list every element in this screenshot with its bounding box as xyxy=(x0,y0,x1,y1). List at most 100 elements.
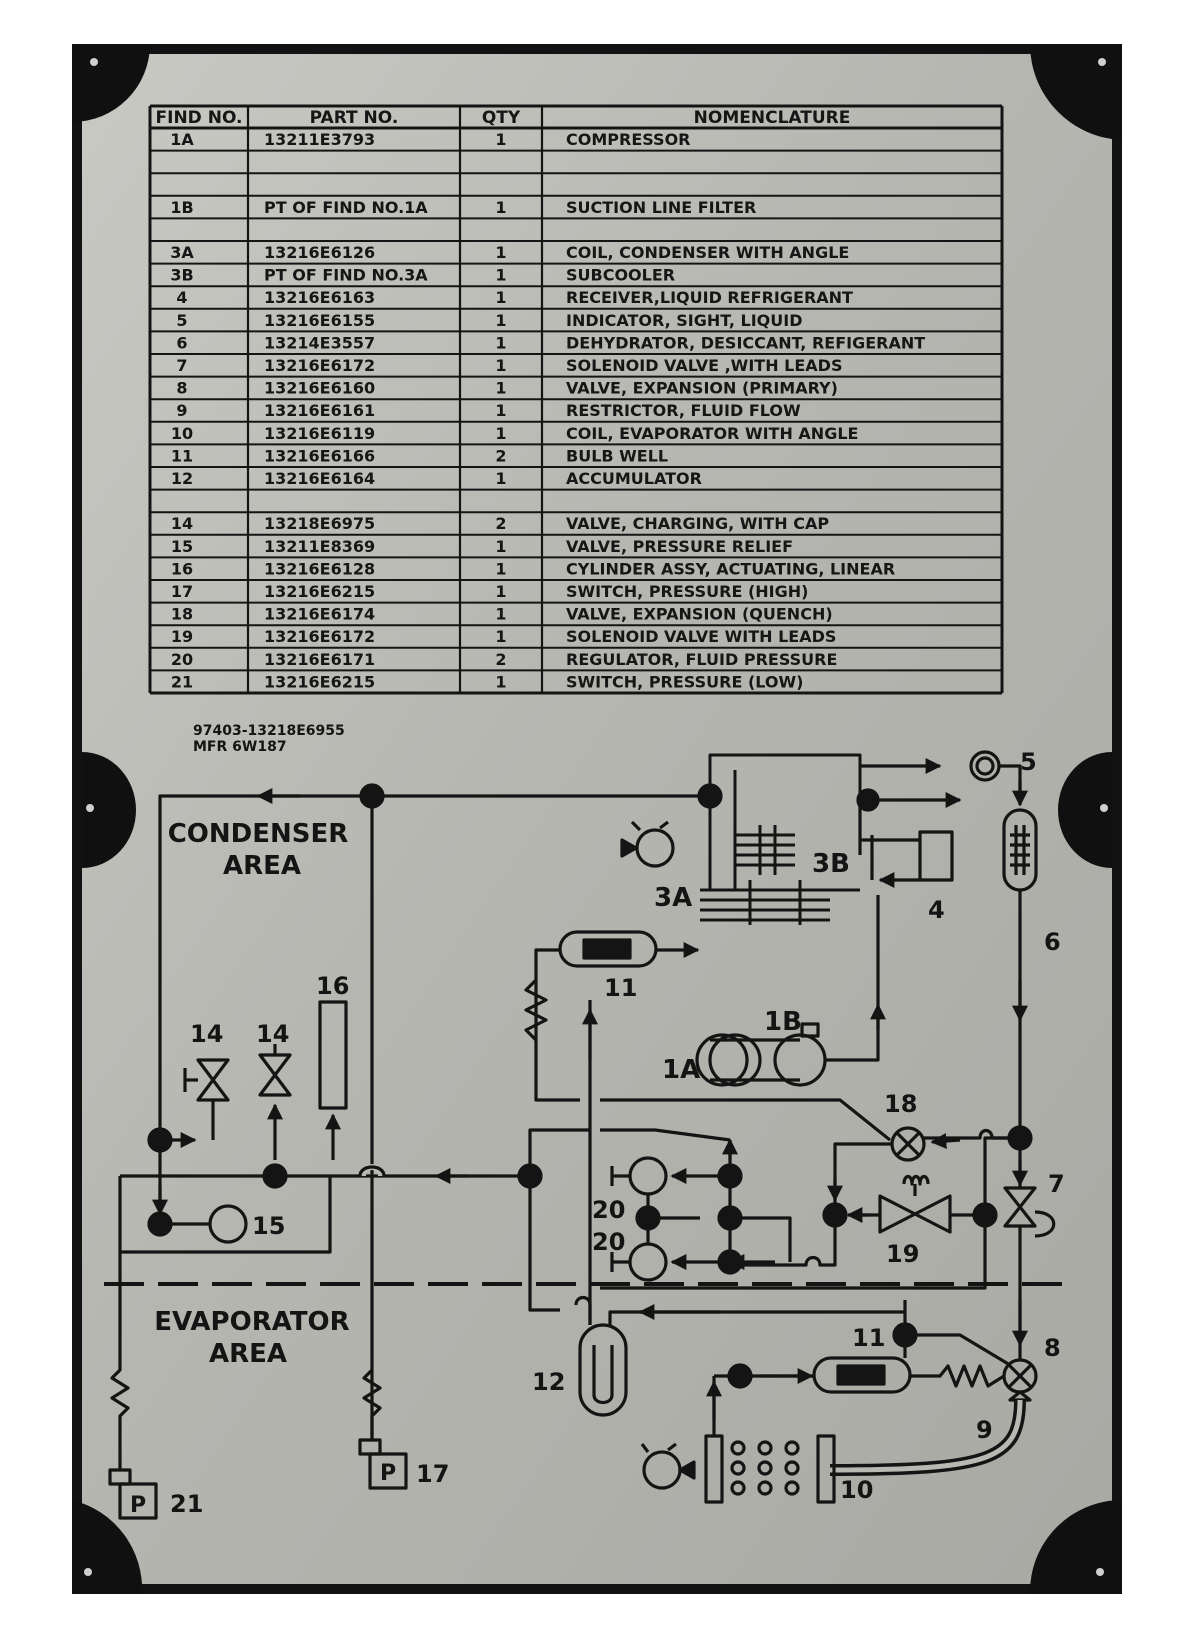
line xyxy=(600,1098,891,1142)
charging-valve-14-right xyxy=(258,1044,292,1160)
cell-qty: 1 xyxy=(495,559,506,578)
label-19: 19 xyxy=(886,1240,919,1268)
cell-nomenclature: SWITCH, PRESSURE (HIGH) xyxy=(566,582,808,601)
table-grid xyxy=(148,104,1004,695)
cylinder-16 xyxy=(318,1000,348,1110)
solenoid-valve-7 xyxy=(1003,1186,1056,1238)
line xyxy=(608,1310,905,1325)
cell-qty: 2 xyxy=(495,514,506,533)
cell-part-no: 13214E3557 xyxy=(264,333,375,352)
header-part-no: PART NO. xyxy=(310,108,399,128)
cell-qty: 1 xyxy=(495,537,506,556)
evaporator-area-label: EVAPORATOR xyxy=(154,1307,349,1337)
label-5: 5 xyxy=(1020,748,1037,776)
pressure-switch-17 xyxy=(358,1438,408,1490)
label-3a: 3A xyxy=(654,883,692,913)
maker-line-1: 97403-13218E6955 xyxy=(193,723,345,739)
cell-part-no: 13216E6215 xyxy=(264,672,375,691)
header-nomenclature: NOMENCLATURE xyxy=(694,108,851,128)
evaporator-area-label-2: AREA xyxy=(209,1339,287,1369)
cell-part-no: 13211E3793 xyxy=(264,130,375,149)
cell-find-no: 8 xyxy=(176,379,187,398)
cell-qty: 1 xyxy=(495,401,506,420)
line xyxy=(905,1333,1011,1367)
label-11-top: 11 xyxy=(604,974,637,1002)
cell-nomenclature: VALVE, EXPANSION (PRIMARY) xyxy=(566,379,838,398)
cell-part-no: 13216E6119 xyxy=(264,424,375,443)
label-15: 15 xyxy=(252,1212,285,1240)
capillary-17 xyxy=(362,1368,382,1440)
cell-part-no: 13216E6172 xyxy=(264,627,375,646)
cell-nomenclature: REGULATOR, FLUID PRESSURE xyxy=(566,650,837,669)
cell-qty: 1 xyxy=(495,605,506,624)
cell-qty: 1 xyxy=(495,582,506,601)
cell-qty: 1 xyxy=(495,198,506,217)
cell-find-no: 19 xyxy=(171,627,193,646)
cell-find-no: 5 xyxy=(176,311,187,330)
mounting-holes xyxy=(84,58,1108,1576)
cell-nomenclature: VALVE, CHARGING, WITH CAP xyxy=(566,514,829,533)
evaporator-coil-10 xyxy=(704,1434,836,1504)
cell-nomenclature: SOLENOID VALVE ,WITH LEADS xyxy=(566,356,842,375)
cell-nomenclature: VALVE, EXPANSION (QUENCH) xyxy=(566,605,833,624)
condenser-area-label: CONDENSER xyxy=(168,819,349,849)
refrigeration-diagram: CONDENSER AREA EVAPORATOR AREA xyxy=(104,750,1070,1520)
cell-nomenclature: COMPRESSOR xyxy=(566,130,691,149)
cell-qty: 1 xyxy=(495,424,506,443)
label-18: 18 xyxy=(884,1090,917,1118)
accumulator-12 xyxy=(578,1323,628,1417)
cell-qty: 1 xyxy=(495,288,506,307)
cell-find-no: 11 xyxy=(171,446,193,465)
cell-find-no: 1A xyxy=(170,130,194,149)
cell-qty: 2 xyxy=(495,650,506,669)
cell-part-no: 13216E6161 xyxy=(264,401,375,420)
compressor-1a xyxy=(695,1022,827,1087)
pressure-switch-17-p: P xyxy=(380,1461,396,1486)
cell-find-no: 18 xyxy=(171,605,193,624)
cell-nomenclature: ACCUMULATOR xyxy=(566,469,702,488)
cell-nomenclature: BULB WELL xyxy=(566,446,668,465)
cell-find-no: 15 xyxy=(171,537,193,556)
cell-part-no: PT OF FIND NO.1A xyxy=(264,198,428,217)
junction xyxy=(359,783,385,809)
cell-part-no: 13218E6975 xyxy=(264,514,375,533)
cell-find-no: 1B xyxy=(170,198,193,217)
fan-motor-10 xyxy=(640,1442,696,1490)
capillary xyxy=(910,1364,1005,1388)
cell-nomenclature: RECEIVER,LIQUID REFRIGERANT xyxy=(566,288,853,307)
cell-nomenclature: COIL, CONDENSER WITH ANGLE xyxy=(566,243,849,262)
label-8: 8 xyxy=(1044,1334,1061,1362)
cell-part-no: 13216E6160 xyxy=(264,379,375,398)
line xyxy=(528,1128,590,1312)
cell-find-no: 3A xyxy=(170,243,194,262)
cell-qty: 1 xyxy=(495,243,506,262)
cell-part-no: 13216E6171 xyxy=(264,650,375,669)
receiver-4 xyxy=(918,830,954,882)
label-16: 16 xyxy=(316,972,349,1000)
label-20-bottom: 20 xyxy=(592,1228,625,1256)
label-11-bottom: 11 xyxy=(852,1324,885,1352)
solenoid-valve-19 xyxy=(878,1174,952,1234)
cell-qty: 1 xyxy=(495,356,506,375)
label-7: 7 xyxy=(1048,1170,1065,1198)
cell-nomenclature: VALVE, PRESSURE RELIEF xyxy=(566,537,793,556)
cell-qty: 1 xyxy=(495,672,506,691)
cell-find-no: 16 xyxy=(171,559,193,578)
label-14-right: 14 xyxy=(256,1020,289,1048)
cell-qty: 1 xyxy=(495,130,506,149)
cell-part-no: PT OF FIND NO.3A xyxy=(264,266,428,285)
charging-valve-14-left xyxy=(183,1058,230,1140)
line xyxy=(646,1194,700,1244)
cell-find-no: 14 xyxy=(171,514,193,533)
cell-nomenclature: DEHYDRATOR, DESICCANT, REFIGERANT xyxy=(566,333,925,352)
table-body: 1A 13211E3793 1 COMPRESSOR 1B PT OF FIND NO.1… xyxy=(170,130,925,691)
label-6: 6 xyxy=(1044,928,1061,956)
cell-qty: 1 xyxy=(495,379,506,398)
cell-find-no: 9 xyxy=(176,401,187,420)
cell-find-no: 6 xyxy=(176,333,187,352)
label-12: 12 xyxy=(532,1368,565,1396)
label-20-top: 20 xyxy=(592,1196,625,1224)
